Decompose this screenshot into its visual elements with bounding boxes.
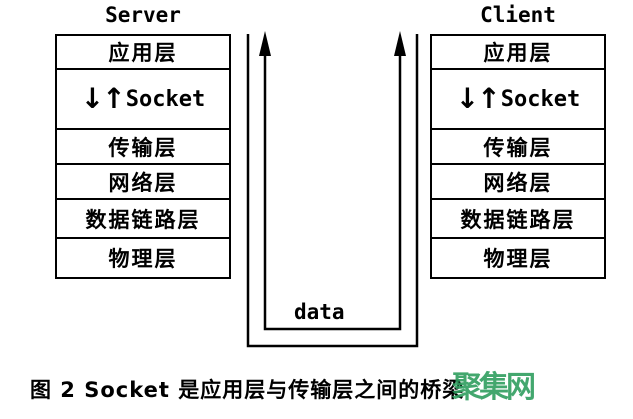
server-socket-row: ↓↑ Socket [57,68,229,128]
client-layer-transport: 传输层 [432,128,604,163]
down-up-arrows-icon: ↓↑ [455,82,501,115]
figure-caption: 图 2 Socket 是应用层与传输层之间的桥梁 [30,378,465,402]
client-title: Client [480,3,556,27]
server-layer-application: 应用层 [108,41,178,65]
server-layer-network: 网络层 [57,163,229,198]
watermark: 聚集网 [452,370,536,405]
client-stack: 应用层 ↓↑ Socket 传输层 网络层 数据链路层 物理层 [430,34,606,279]
client-layer-application: 应用层 [483,41,553,65]
down-up-arrows-icon: ↓↑ [80,82,126,115]
server-layer-transport: 传输层 [57,128,229,163]
server-socket-label: Socket [125,86,206,112]
server-layer-physical: 物理层 [57,237,229,277]
client-socket-row: ↓↑ Socket [432,68,604,128]
up-arrowhead-right-icon [394,31,406,56]
client-socket-label: Socket [500,86,581,112]
server-layer-datalink: 数据链路层 [57,198,229,237]
outer-u-path [246,34,419,348]
client-layer-datalink: 数据链路层 [432,198,604,237]
client-layer-network: 网络层 [432,163,604,198]
client-layer-physical: 物理层 [432,237,604,277]
data-label: data [294,300,345,324]
up-arrowhead-left-icon [259,31,271,56]
inner-u-path [263,52,402,331]
server-stack: 应用层 ↓↑ Socket 传输层 网络层 数据链路层 物理层 [55,34,231,279]
server-title: Server [105,3,181,27]
